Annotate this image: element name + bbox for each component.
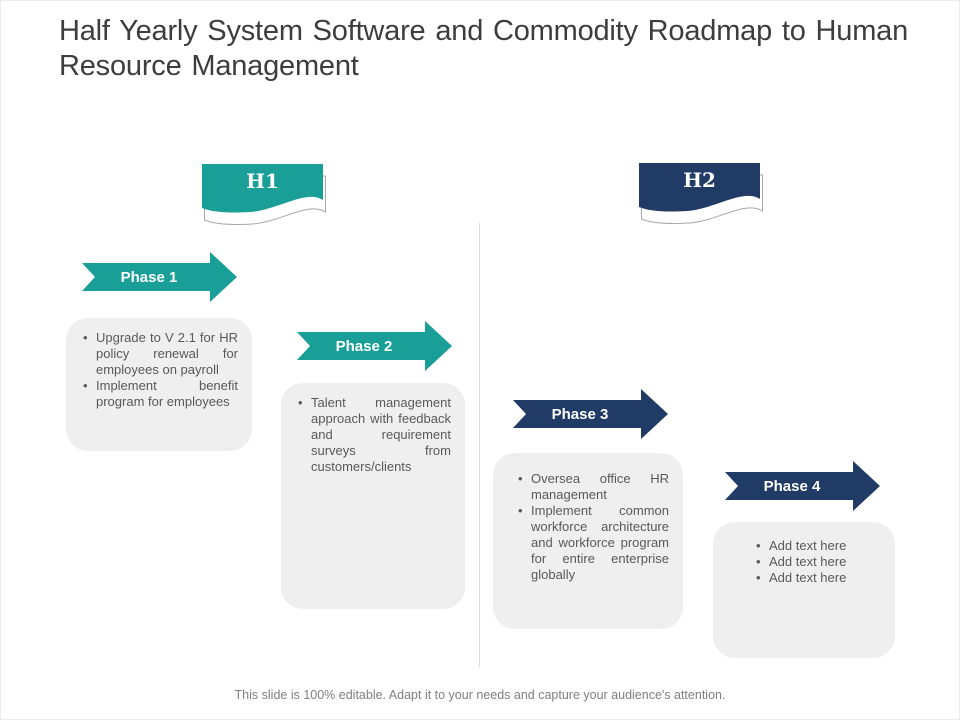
phase-4-label: Phase 4 [763,477,821,495]
h2-label: H2 [683,168,716,192]
banner-wave-fill [639,163,760,212]
arrow-shape [725,461,880,511]
footer-note: This slide is 100% editable. Adapt it to… [234,688,726,702]
slide-title: Half Yearly System Software and Commodit… [59,15,909,82]
phase-1-label: Phase 1 [120,268,178,286]
bullet-item: Add text here [753,538,881,554]
right-arrow-icon [513,389,668,439]
phase-3-label: Phase 3 [551,405,609,423]
bullet-item: Upgrade to V 2.1 for HR policy renewal f… [80,330,238,378]
bullet-list: Oversea office HR management Implement c… [515,471,669,583]
bullet-item: Add text here [753,570,881,586]
h2-banner-shape [639,163,763,224]
phase-2-note-box: Talent management approach with feedback… [281,383,465,609]
h1-banner: H1 [202,164,326,228]
phase-3-note-box: Oversea office HR management Implement c… [493,453,683,629]
phase-4-note-box: Add text here Add text here Add text her… [713,522,895,658]
h1-banner-shape [202,164,326,225]
bullet-list: Upgrade to V 2.1 for HR policy renewal f… [80,330,238,410]
phase-2-label: Phase 2 [335,337,393,355]
phase-2-arrow: Phase 2 [297,321,452,371]
arrow-shape [82,252,237,302]
bullet-list: Talent management approach with feedback… [295,395,451,475]
bullet-item: Add text here [753,554,881,570]
banner-wave-fill [202,164,323,213]
bullet-item: Implement common workforce architecture … [515,503,669,583]
right-arrow-icon [725,461,880,511]
phase-1-arrow: Phase 1 [82,252,237,302]
bullet-item: Talent management approach with feedback… [295,395,451,475]
right-arrow-icon [297,321,452,371]
arrow-shape [297,321,452,371]
phase-1-note-box: Upgrade to V 2.1 for HR policy renewal f… [66,318,252,451]
bullet-list: Add text here Add text here Add text her… [753,538,881,586]
arrow-shape [513,389,668,439]
h1-label: H1 [246,169,279,193]
bullet-item: Oversea office HR management [515,471,669,503]
h2-banner: H2 [639,163,763,227]
phase-4-arrow: Phase 4 [725,461,880,511]
bullet-item: Implement benefit program for employees [80,378,238,410]
half-divider-line [479,223,480,667]
phase-3-arrow: Phase 3 [513,389,668,439]
right-arrow-icon [82,252,237,302]
